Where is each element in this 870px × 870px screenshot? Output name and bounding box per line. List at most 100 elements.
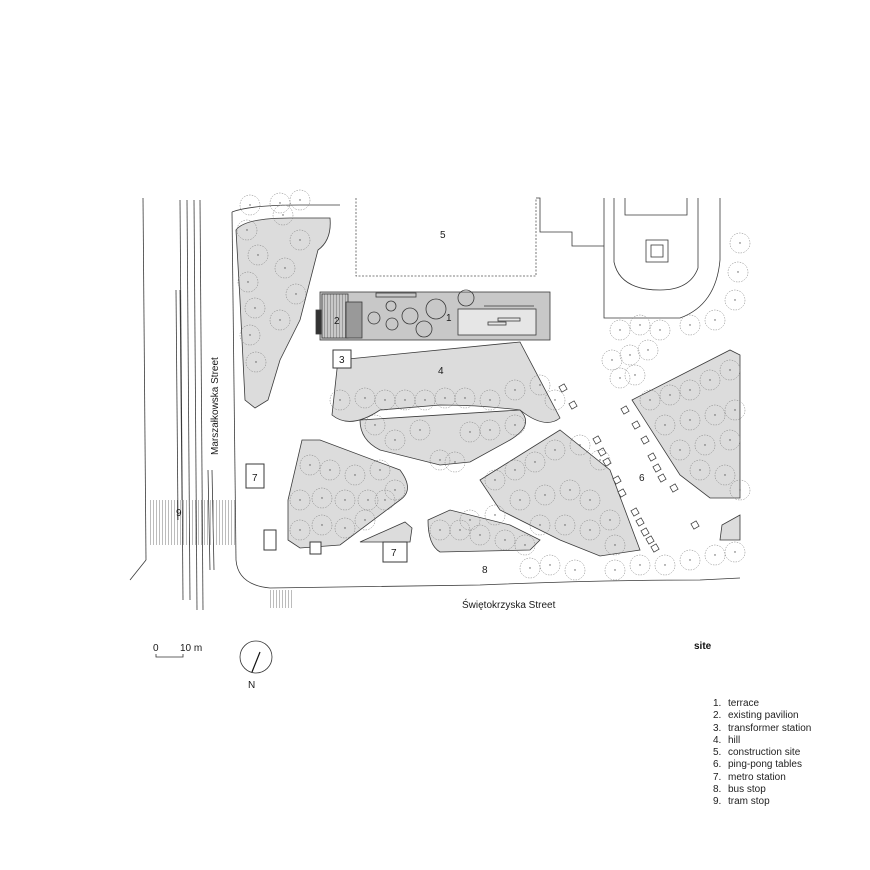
tree-trunk xyxy=(504,539,506,541)
legend-item: 6.ping-pong tables xyxy=(713,759,802,771)
tree-trunk xyxy=(424,399,426,401)
tree-trunk xyxy=(514,389,516,391)
tree-canopy xyxy=(599,509,621,531)
tree-canopy xyxy=(245,351,267,373)
tree-canopy xyxy=(334,517,356,539)
label-transformer: 3 xyxy=(339,355,345,366)
tree-canopy xyxy=(724,289,746,311)
tree-trunk xyxy=(714,554,716,556)
tree-trunk xyxy=(669,394,671,396)
tree-trunk xyxy=(299,239,301,241)
north-label: N xyxy=(248,680,255,691)
street-marszalkowska: Marszałkowska Street xyxy=(210,357,221,455)
tree-trunk xyxy=(639,564,641,566)
tree-trunk xyxy=(739,242,741,244)
tree-trunk xyxy=(614,544,616,546)
tree-trunk xyxy=(494,514,496,516)
tree-canopy xyxy=(247,244,269,266)
ping-pong-table xyxy=(592,435,602,445)
tree-trunk xyxy=(364,519,366,521)
tree-trunk xyxy=(339,399,341,401)
tree-trunk xyxy=(489,429,491,431)
label-pingpong: 6 xyxy=(639,473,645,484)
tree-canopy xyxy=(244,297,266,319)
tree-trunk xyxy=(489,399,491,401)
tree-trunk xyxy=(579,444,581,446)
tree-canopy xyxy=(394,389,416,411)
east-buildings xyxy=(536,197,721,319)
tree-trunk xyxy=(729,439,731,441)
tram-stop-crossing xyxy=(150,500,235,545)
ping-pong-table xyxy=(612,475,622,485)
tree-canopy xyxy=(239,194,261,216)
trees xyxy=(236,189,751,581)
tree-trunk xyxy=(284,267,286,269)
tree-trunk xyxy=(249,334,251,336)
tree-canopy xyxy=(624,364,646,386)
tree-trunk xyxy=(384,399,386,401)
tree-canopy xyxy=(237,271,259,293)
tree-canopy xyxy=(334,489,356,511)
ping-pong-table xyxy=(630,507,640,517)
tree-canopy xyxy=(679,549,701,571)
tree-trunk xyxy=(639,324,641,326)
tree-canopy xyxy=(319,459,341,481)
tree-trunk xyxy=(714,414,716,416)
ping-pong-table xyxy=(558,383,568,393)
tree-trunk xyxy=(599,459,601,461)
tree-canopy xyxy=(239,324,261,346)
tree-trunk xyxy=(354,474,356,476)
tree-trunk xyxy=(344,527,346,529)
tree-canopy xyxy=(729,232,751,254)
tree-canopy xyxy=(374,389,396,411)
tree-trunk xyxy=(549,564,551,566)
tree-canopy xyxy=(519,557,541,579)
tree-canopy xyxy=(429,519,451,541)
tree-canopy xyxy=(654,414,676,436)
tree-trunk xyxy=(524,544,526,546)
tree-canopy xyxy=(384,429,406,451)
tree-canopy xyxy=(529,374,551,396)
tree-canopy xyxy=(544,439,566,461)
tree-canopy xyxy=(364,414,386,436)
legend-item: 3.transformer station xyxy=(713,722,812,734)
tree-trunk xyxy=(689,559,691,561)
tree-canopy xyxy=(354,509,376,531)
tree-canopy xyxy=(504,414,526,436)
tree-trunk xyxy=(699,469,701,471)
tree-canopy xyxy=(609,319,631,341)
tree-trunk xyxy=(609,519,611,521)
tree-canopy xyxy=(604,534,626,556)
tree-canopy xyxy=(459,421,481,443)
tree-trunk xyxy=(494,479,496,481)
tree-trunk xyxy=(739,489,741,491)
label-tram: 9 xyxy=(176,508,182,519)
tree-canopy xyxy=(619,344,641,366)
drawing-title: site xyxy=(694,641,712,652)
label-bus: 8 xyxy=(482,565,488,576)
tree-canopy xyxy=(637,339,659,361)
legend-item: 8.bus stop xyxy=(713,784,766,796)
tree-canopy xyxy=(504,379,526,401)
street-swietokrzyska: Świętokrzyska Street xyxy=(462,598,556,611)
tree-canopy xyxy=(609,367,631,389)
tree-trunk xyxy=(704,444,706,446)
tree-canopy xyxy=(694,434,716,456)
tree-trunk xyxy=(299,199,301,201)
tree-trunk xyxy=(734,409,736,411)
tree-canopy xyxy=(454,387,476,409)
ping-pong-table xyxy=(568,400,578,410)
tree-canopy xyxy=(604,559,626,581)
tree-trunk xyxy=(299,529,301,531)
tree-trunk xyxy=(444,397,446,399)
tree-canopy xyxy=(534,484,556,506)
ping-pong-table xyxy=(657,473,667,483)
tree-trunk xyxy=(734,299,736,301)
tree-canopy xyxy=(727,261,749,283)
tree-trunk xyxy=(709,379,711,381)
tree-canopy xyxy=(357,489,379,511)
tree-canopy xyxy=(689,459,711,481)
tree-canopy xyxy=(504,459,526,481)
tree-trunk xyxy=(384,499,386,501)
tree-trunk xyxy=(404,399,406,401)
